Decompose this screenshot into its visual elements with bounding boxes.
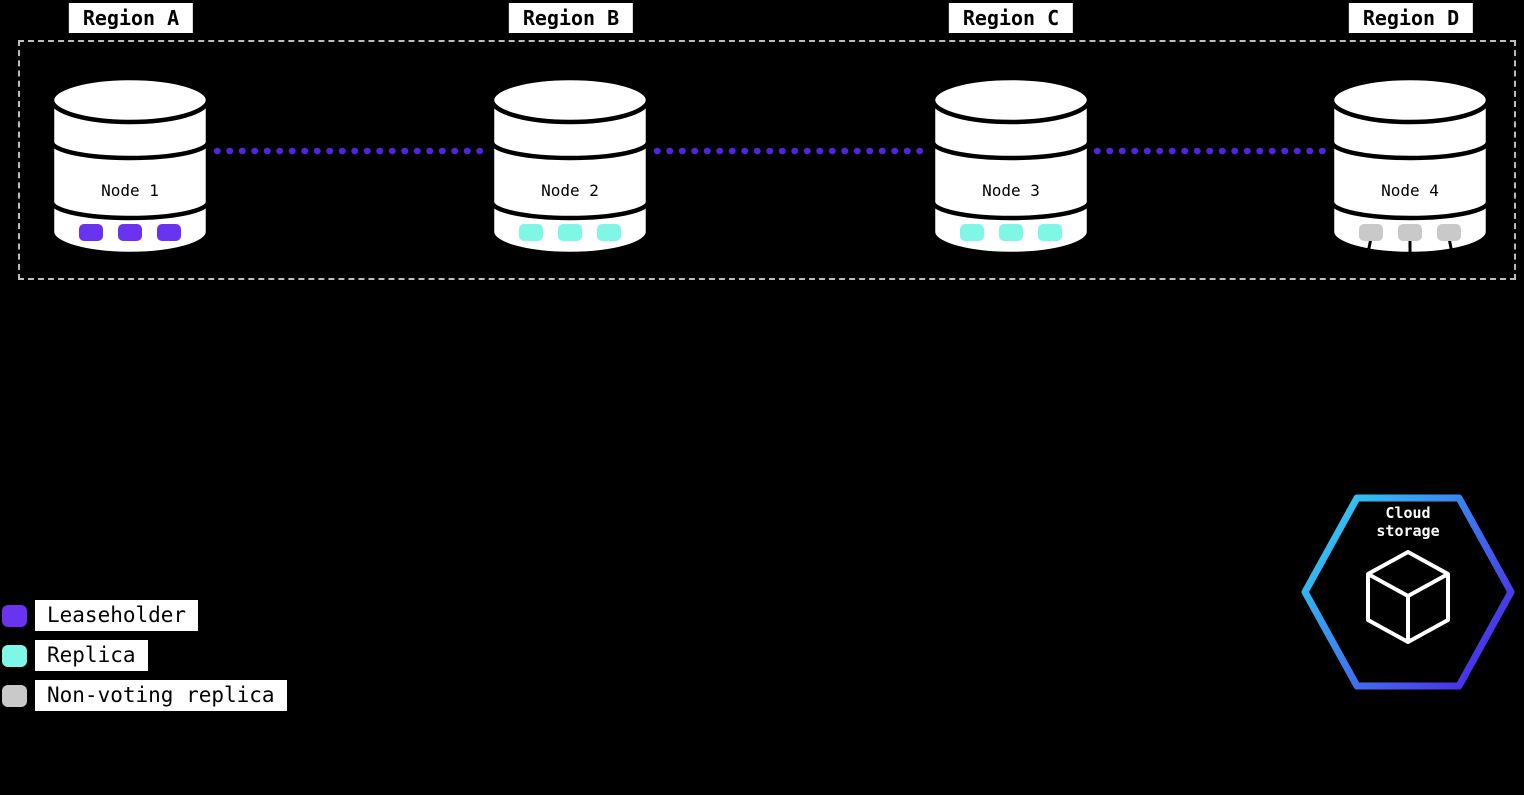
range-square [558,224,582,241]
database-cylinder-icon: Node 4 [1329,75,1491,259]
legend-label: Replica [35,640,148,671]
range-square [519,224,543,241]
cloud-storage: Cloud storage [1300,492,1516,702]
replica-swatch-icon [2,644,27,667]
node-4: Node 4 [1329,75,1491,260]
legend: Leaseholder Replica Non-voting replica [2,600,287,720]
leaseholder-swatch-icon [2,604,27,627]
legend-label: Non-voting replica [35,680,287,711]
replication-link-1-2 [213,147,489,155]
node-label: Node 4 [1381,181,1439,200]
cloud-storage-label-line1: Cloud [1385,504,1430,522]
range-square [1359,224,1383,241]
cloud-storage-hexagon: Cloud storage [1301,494,1515,690]
cluster-boundary [18,40,1516,280]
legend-item-non-voting-replica: Non-voting replica [2,680,287,711]
storage-link-line [1447,237,1455,259]
node-label: Node 1 [101,181,159,200]
range-square [157,224,181,241]
region-label-d: Region D [1348,3,1474,33]
storage-link-line [1365,237,1373,259]
range-square [1437,224,1461,241]
non-voting-replica-swatch-icon [2,684,27,707]
range-square [118,224,142,241]
cube-icon [1366,550,1450,644]
database-cylinder-icon: Node 2 [489,75,651,257]
region-label-b: Region B [508,3,634,33]
range-square [999,224,1023,241]
replication-link-3-4 [1093,147,1329,155]
node-1: Node 1 [49,75,211,260]
cloud-storage-label-line2: storage [1376,522,1439,540]
legend-item-leaseholder: Leaseholder [2,600,287,631]
hexagon-border [1301,494,1515,690]
range-square [597,224,621,241]
node-2: Node 2 [489,75,651,260]
node-label: Node 2 [541,181,599,200]
range-square [1398,224,1422,241]
legend-label: Leaseholder [35,600,199,631]
database-cylinder-icon: Node 1 [49,75,211,257]
range-square [1038,224,1062,241]
legend-item-replica: Replica [2,640,287,671]
region-label-a: Region A [68,3,194,33]
replication-link-2-3 [653,147,929,155]
database-cylinder-icon: Node 3 [930,75,1092,257]
node-label: Node 3 [982,181,1040,200]
region-label-c: Region C [948,3,1074,33]
range-square [960,224,984,241]
range-square [79,224,103,241]
node-3: Node 3 [930,75,1092,260]
